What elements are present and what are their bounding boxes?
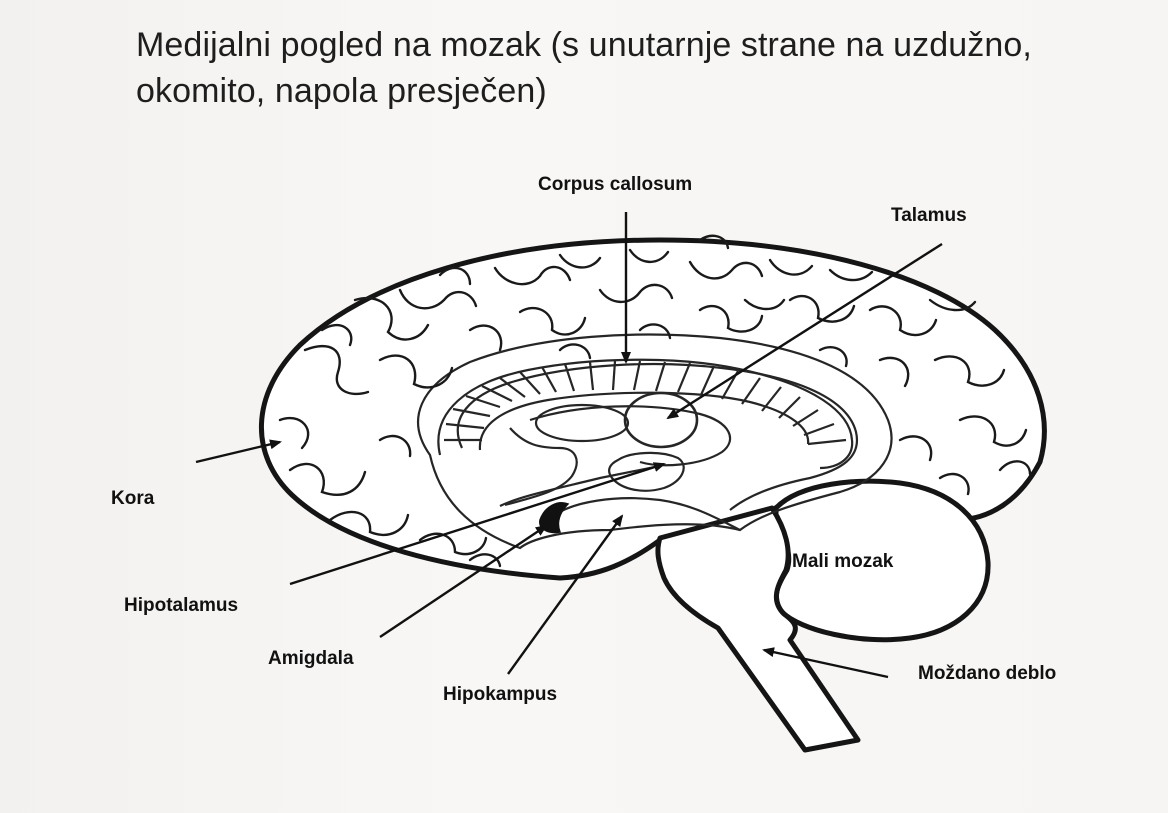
label-hipotalamus: Hipotalamus bbox=[124, 595, 238, 616]
label-hipokampus: Hipokampus bbox=[443, 684, 557, 705]
label-talamus: Talamus bbox=[891, 205, 967, 226]
label-kora: Kora bbox=[111, 488, 155, 509]
label-mali-mozak: Mali mozak bbox=[792, 551, 894, 572]
label-corpus-callosum: Corpus callosum bbox=[538, 174, 692, 195]
label-mozdano-deblo: Moždano deblo bbox=[918, 663, 1056, 684]
label-amigdala: Amigdala bbox=[268, 648, 354, 669]
